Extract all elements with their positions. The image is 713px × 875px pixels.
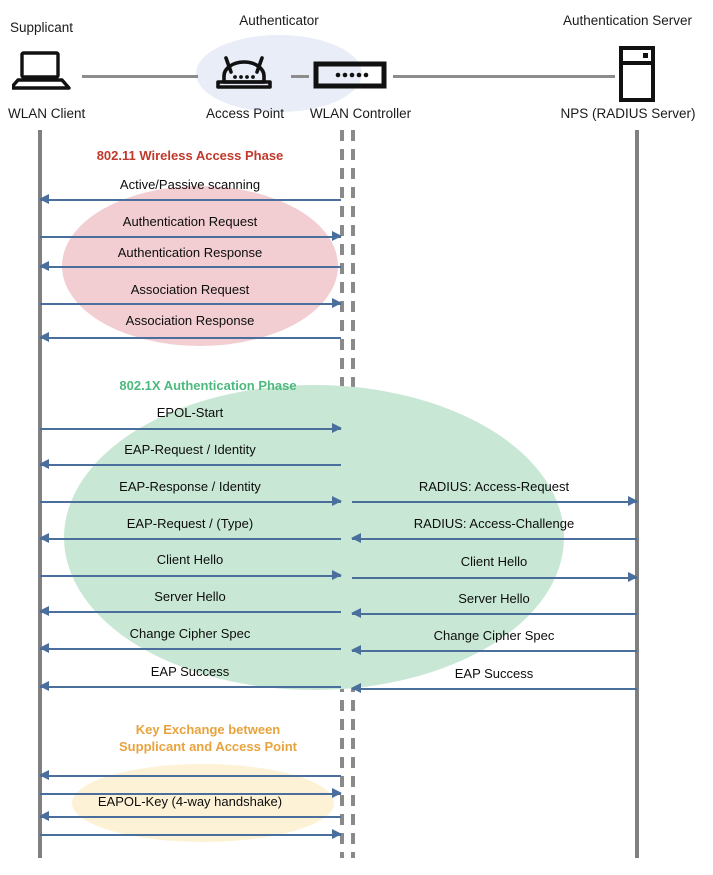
message-label: Server Hello [458,591,530,606]
link-controller-to-nps [393,75,615,78]
message-arrow-left [39,332,341,343]
message-arrow-left [351,533,637,544]
message-label: Client Hello [460,554,528,569]
phase-label-key-exchange-line2: Supplicant and Access Point [119,739,297,754]
link-client-to-ap [82,75,198,78]
message-label: Change Cipher Spec [129,626,251,641]
lifeline-supplicant [38,130,42,858]
message-arrow-right [40,298,342,309]
message-arrow-left [39,261,341,272]
message-label: EAPOL-Key (4-way handshake) [97,794,283,809]
message-label: Authentication Request [122,214,258,229]
message-label: Active/Passive scanning [119,177,261,192]
phase-label-dot1x: 802.1X Authentication Phase [119,378,297,393]
message-arrow-left [39,459,341,470]
message-arrow-right [352,572,638,583]
message-arrow-right [40,829,342,840]
message-arrow-left [351,683,637,694]
phase-label-key-exchange-line1: Key Exchange between [135,722,281,737]
wireless-router-icon [212,46,276,99]
phase-ellipse-key-exchange [72,764,334,842]
network-switch-icon [313,60,387,95]
message-label: EAP-Request / (Type) [126,516,254,531]
message-label: Server Hello [154,589,226,604]
message-arrow-left [39,606,341,617]
message-label: EAP Success [150,664,230,679]
message-arrow-right [40,570,342,581]
laptop-icon [9,50,72,95]
actor-name-access-point: Access Point [205,106,285,121]
message-arrow-left [39,194,341,205]
actor-name-wlan-controller: WLAN Controller [309,106,412,121]
actor-role-authentication-server: Authentication Server [562,13,693,28]
phase-label-wireless-access: 802.11 Wireless Access Phase [96,148,284,163]
message-arrow-right [40,423,342,434]
message-label: Association Response [125,313,255,328]
message-label: EPOL-Start [156,405,224,420]
message-arrow-left [39,811,341,822]
phase-label-key-exchange: Key Exchange between Supplicant and Acce… [78,721,338,755]
message-label: EAP Success [454,666,534,681]
message-arrow-right [40,231,342,242]
message-label: EAP-Response / Identity [119,479,261,494]
rack-server-icon [615,45,661,108]
actor-name-wlan-client: WLAN Client [8,106,86,121]
link-ap-to-controller [291,75,309,78]
actor-role-supplicant: Supplicant [10,20,74,35]
message-label: Association Request [130,282,250,297]
lifeline-authentication-server [635,130,639,858]
phase-ellipse-dot1x [64,385,564,690]
message-label: Client Hello [156,552,224,567]
message-label: EAP-Request / Identity [124,442,256,457]
message-arrow-left [351,645,637,656]
message-label: Authentication Response [117,245,263,260]
message-label: RADIUS: Access-Challenge [413,516,575,531]
message-arrow-left [351,608,637,619]
actor-role-authenticator: Authenticator [239,13,319,28]
message-label: RADIUS: Access-Request [418,479,570,494]
actor-name-nps: NPS (RADIUS Server) [560,106,696,121]
message-arrow-left [39,770,341,781]
message-arrow-right [40,788,342,799]
message-arrow-left [39,643,341,654]
message-arrow-left [39,681,341,692]
message-arrow-left [39,533,341,544]
message-arrow-right [352,496,638,507]
message-arrow-right [40,496,342,507]
message-label: Change Cipher Spec [433,628,555,643]
